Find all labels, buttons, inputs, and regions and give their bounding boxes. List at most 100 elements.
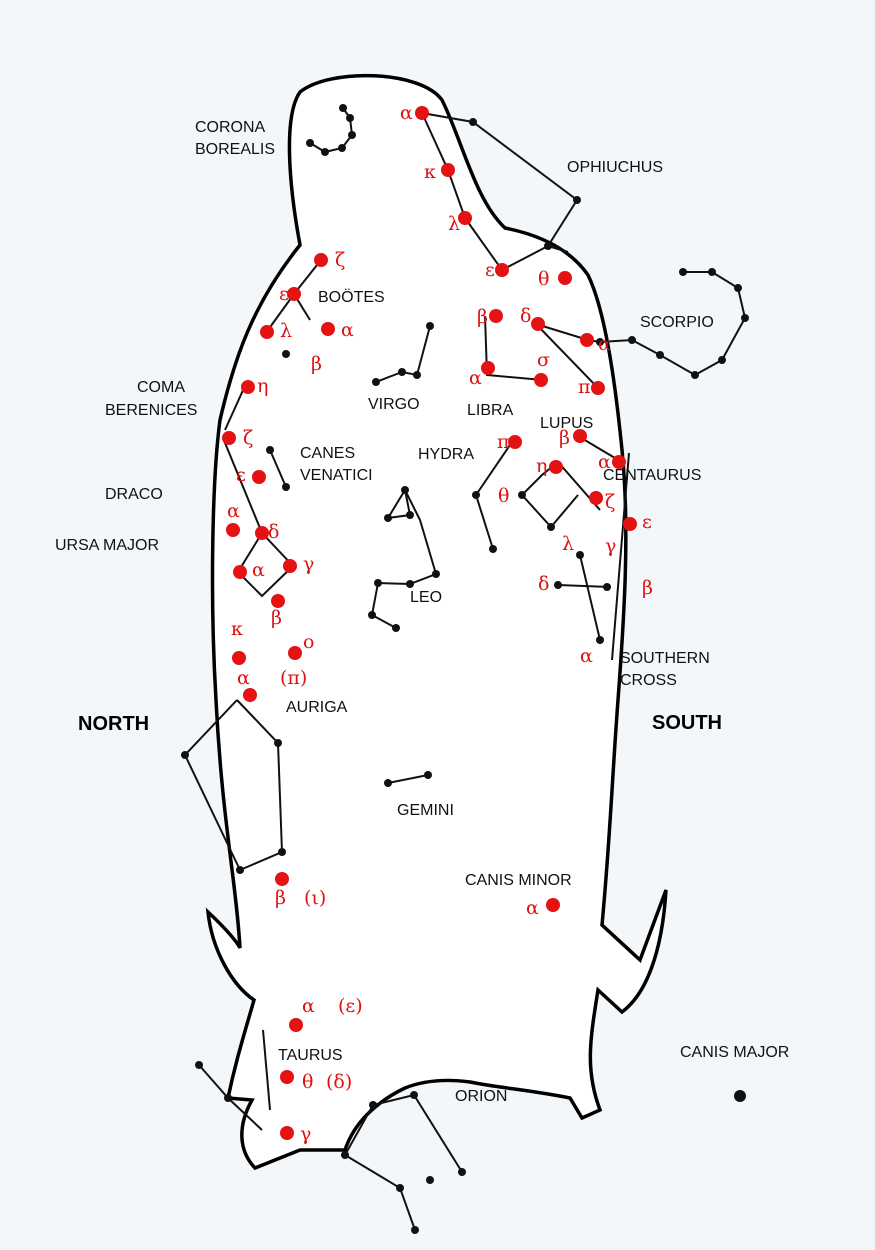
greek-letter-label: γ — [300, 1123, 311, 1145]
greek-letter-label: β — [311, 353, 322, 375]
black-star — [547, 523, 555, 531]
red-star — [241, 380, 255, 394]
black-star — [410, 1091, 418, 1099]
greek-letter-label: α — [302, 995, 315, 1017]
black-star — [338, 144, 346, 152]
red-star — [534, 373, 548, 387]
greek-letter-label: ε — [485, 259, 495, 281]
greek-letter-label: σ — [537, 349, 550, 371]
greek-letter-label: ε — [642, 511, 652, 533]
greek-letter-label: α — [227, 500, 240, 522]
black-star — [384, 514, 392, 522]
label-libra: LIBRA — [467, 402, 514, 419]
constellation-line — [387, 774, 429, 784]
greek-letter-label: η — [536, 455, 547, 477]
black-star — [596, 338, 604, 346]
label-auriga: AURIGA — [286, 699, 348, 716]
black-star — [384, 779, 392, 787]
constellation-line — [343, 1104, 416, 1231]
greek-letter-label: λ — [280, 320, 292, 342]
red-stars — [222, 106, 637, 1140]
red-star — [271, 594, 285, 608]
black-star — [426, 1176, 434, 1184]
black-star — [679, 268, 687, 276]
black-star — [406, 511, 414, 519]
red-star — [573, 429, 587, 443]
greek-letter-label: α — [469, 367, 482, 389]
constellation-line — [579, 554, 601, 641]
black-star — [489, 545, 497, 553]
black-star — [472, 491, 480, 499]
red-star — [289, 1018, 303, 1032]
greek-letter-label: α — [252, 559, 265, 581]
greek-letter-label: θ — [538, 268, 549, 290]
label-canis-major: CANIS MAJOR — [680, 1044, 789, 1061]
red-star — [558, 271, 572, 285]
greek-letter-label: γ — [303, 553, 314, 575]
svg-text:BOREALIS: BOREALIS — [195, 141, 275, 158]
greek-letter-label: (ε) — [338, 995, 363, 1017]
black-star — [195, 1061, 203, 1069]
red-star — [243, 688, 257, 702]
red-star — [232, 651, 246, 665]
greek-letter-label: (π) — [280, 667, 307, 689]
red-star — [549, 460, 563, 474]
black-star — [348, 131, 356, 139]
constellation-line — [372, 1093, 463, 1173]
label-north: NORTH — [78, 713, 149, 735]
label-ophiuchus: OPHIUCHUS — [567, 159, 663, 176]
label-centaurus: CENTAURUS — [603, 467, 701, 484]
red-star — [252, 470, 266, 484]
black-star — [181, 751, 189, 759]
red-star — [233, 565, 247, 579]
body-outline — [205, 73, 668, 1171]
black-star — [554, 581, 562, 589]
black-star — [603, 583, 611, 591]
greek-letter-label: ζ — [243, 427, 253, 449]
black-star — [398, 368, 406, 376]
black-star — [708, 268, 716, 276]
red-star — [222, 431, 236, 445]
red-star — [458, 211, 472, 225]
label-coma-berenices: COMA — [137, 379, 185, 396]
greek-letters: α κ λ ε θ δ β α σ π α ζ ε λ α β η ζ ε α … — [227, 102, 653, 1145]
greek-letter-label: ο — [303, 631, 314, 653]
label-orion: ORION — [455, 1088, 507, 1105]
red-star — [260, 325, 274, 339]
red-star — [441, 163, 455, 177]
black-star — [628, 336, 636, 344]
greek-letter-label: γ — [605, 535, 616, 557]
constellation-line — [224, 387, 245, 431]
greek-letter-label: θ — [302, 1071, 313, 1093]
greek-letter-label: α — [526, 897, 539, 919]
label-southern-cross: SOUTHERN — [620, 650, 710, 667]
black-star — [691, 371, 699, 379]
black-star — [236, 866, 244, 874]
label-south: SOUTH — [652, 712, 722, 734]
red-star — [531, 317, 545, 331]
greek-letter-label: α — [598, 333, 611, 355]
red-star — [321, 322, 335, 336]
constellation-line — [183, 699, 284, 872]
red-star — [508, 435, 522, 449]
greek-letter-label: ε — [279, 283, 289, 305]
constellation-line — [375, 325, 431, 383]
black-star — [544, 242, 552, 250]
constellation-line — [421, 112, 579, 272]
greek-letter-label: λ — [562, 533, 574, 555]
red-star — [415, 106, 429, 120]
constellation-line — [484, 315, 544, 381]
black-star — [656, 351, 664, 359]
greek-letter-label: δ — [538, 573, 549, 595]
black-star — [741, 314, 749, 322]
label-corona-borealis: CORONA — [195, 119, 266, 136]
red-star — [489, 309, 503, 323]
label-taurus: TAURUS — [278, 1047, 343, 1064]
label-hydra: HYDRA — [418, 446, 474, 463]
constellation-line — [557, 584, 611, 588]
red-star — [287, 287, 301, 301]
label-virgo: VIRGO — [368, 396, 420, 413]
label-canis-minor: CANIS MINOR — [465, 872, 572, 889]
